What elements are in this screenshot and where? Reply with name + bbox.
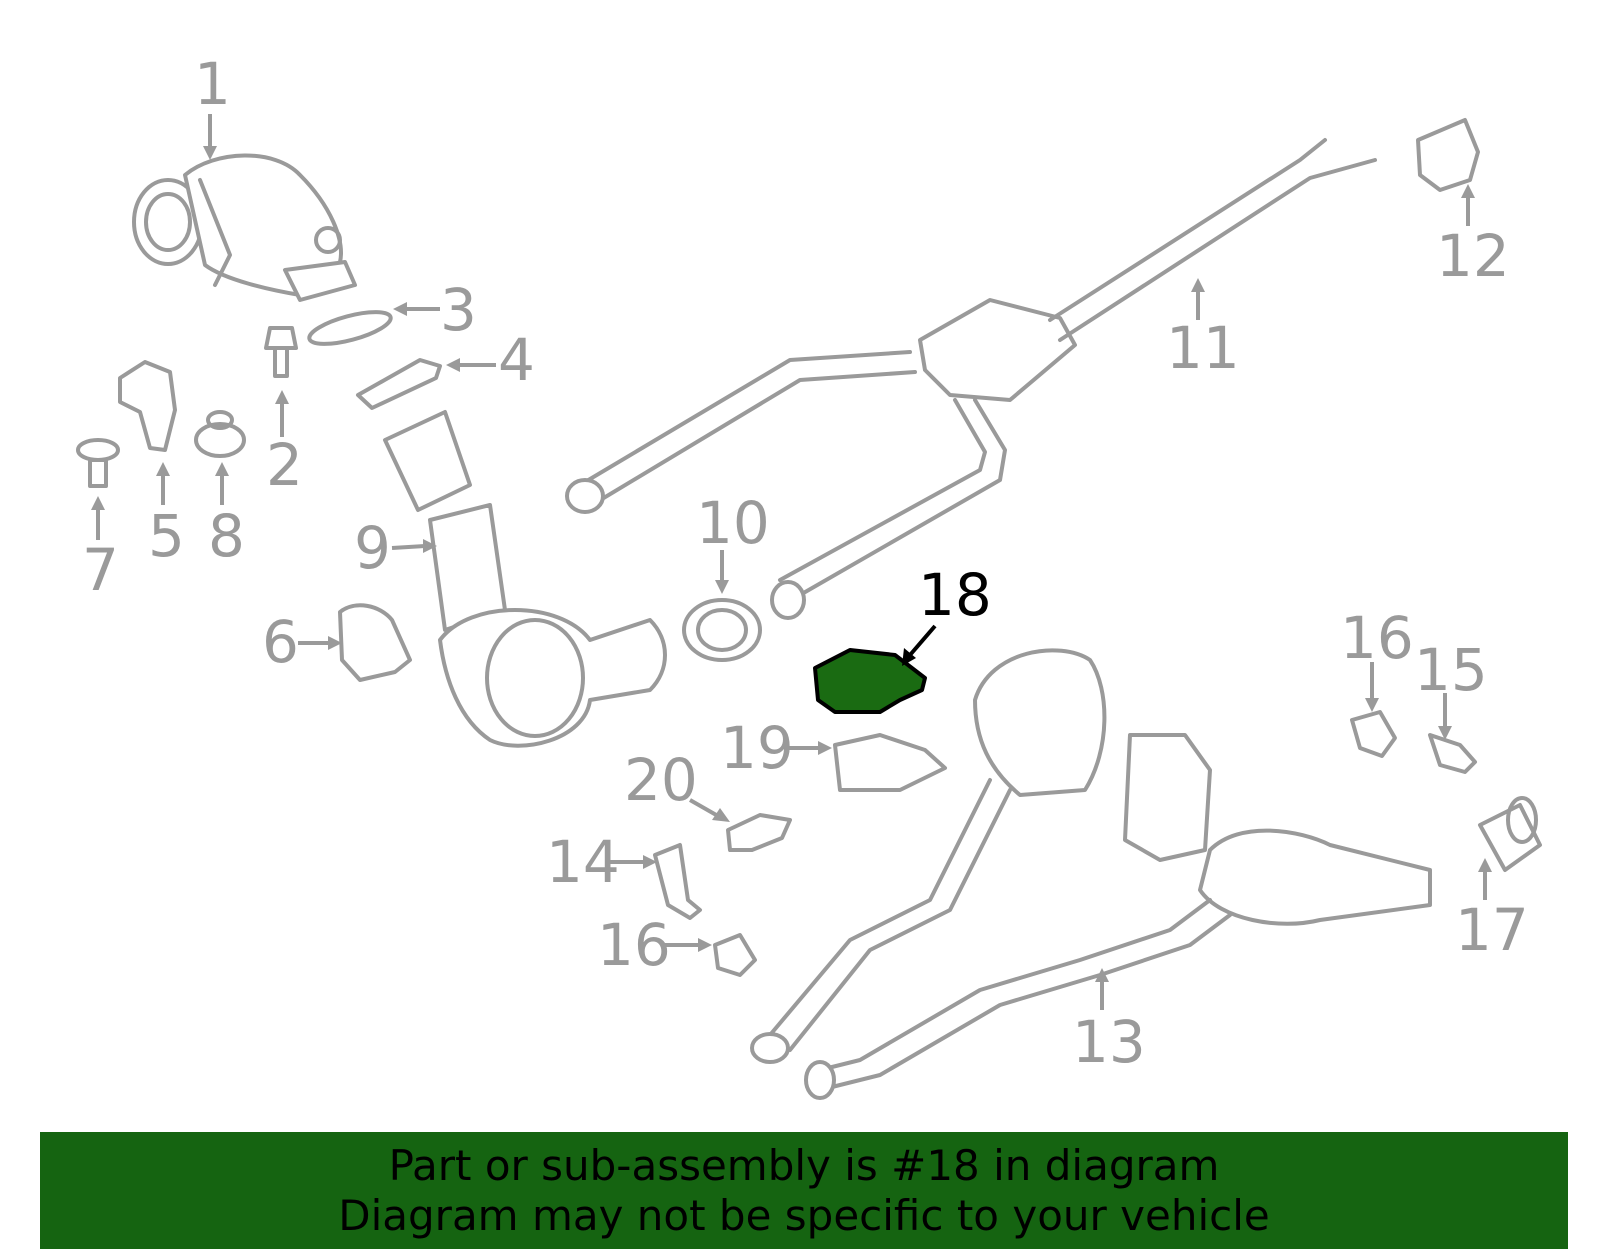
callout-6: 6: [262, 608, 299, 676]
leader-arrows: [91, 114, 1492, 1010]
part-16-isolator-left: [713, 933, 757, 977]
callout-15: 15: [1414, 636, 1488, 704]
part-5-bracket: [118, 360, 177, 452]
part-4-sensor: [356, 358, 442, 410]
part-7-bolt: [76, 438, 120, 488]
callout-2: 2: [266, 431, 303, 499]
part-9-downpipe: [383, 410, 667, 748]
part-1-converter: [132, 153, 357, 302]
part-15-fitting: [1428, 733, 1477, 774]
callout-11: 11: [1166, 314, 1240, 382]
callout-9: 9: [354, 514, 391, 582]
callout-4: 4: [498, 326, 535, 394]
callout-10: 10: [696, 489, 770, 557]
banner-line-1: Part or sub-assembly is #18 in diagram: [388, 1140, 1220, 1190]
part-16-isolator-right: [1350, 710, 1397, 758]
part-20-clip: [726, 813, 792, 852]
callout-7: 7: [82, 536, 119, 604]
part-12-clamp: [1416, 118, 1480, 192]
callout-13: 13: [1072, 1008, 1146, 1076]
callout-17: 17: [1455, 896, 1529, 964]
part-6-plate: [338, 603, 412, 682]
part-13-rear-muffler: [750, 648, 1432, 1100]
part-11-intermediate-pipe: [565, 138, 1377, 620]
callout-3: 3: [440, 276, 477, 344]
part-19-bracket: [833, 733, 947, 792]
callout-16-right: 16: [1340, 604, 1414, 672]
info-banner: Part or sub-assembly is #18 in diagram D…: [40, 1132, 1568, 1249]
part-3-gasket: [307, 310, 393, 346]
callout-1: 1: [194, 50, 231, 118]
part-18-highlighted[interactable]: [813, 648, 927, 714]
callout-8: 8: [208, 502, 245, 570]
banner-line-2: Diagram may not be specific to your vehi…: [338, 1190, 1270, 1240]
callout-12: 12: [1436, 222, 1510, 290]
callout-14: 14: [546, 828, 620, 896]
part-2-stud: [264, 326, 298, 378]
callout-5: 5: [148, 502, 185, 570]
callout-19: 19: [720, 714, 794, 782]
part-8-nut: [194, 410, 246, 458]
part-10-clamp: [682, 598, 762, 662]
callout-20: 20: [624, 746, 698, 814]
callout-16-left: 16: [597, 911, 671, 979]
part-17-tip: [1478, 796, 1542, 872]
part-14-hanger: [653, 843, 702, 920]
callout-18: 18: [918, 561, 992, 629]
